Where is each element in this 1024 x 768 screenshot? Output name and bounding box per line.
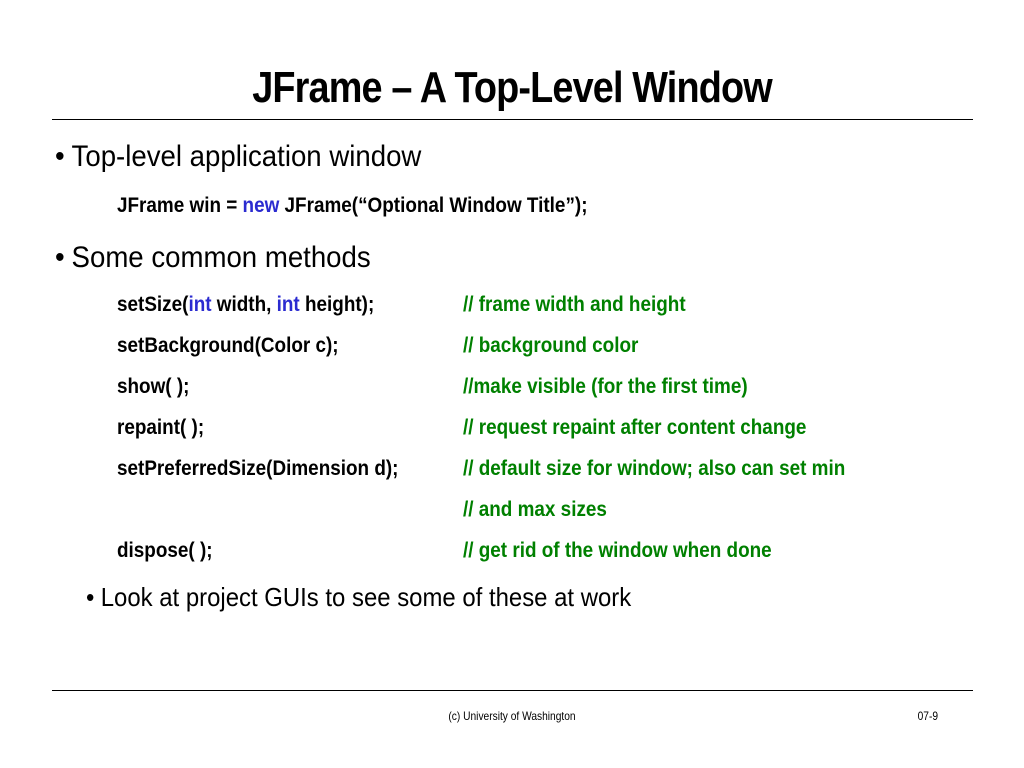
code-segment: show( );: [117, 375, 190, 398]
code-segment: height);: [299, 293, 375, 316]
footer-divider: [52, 690, 973, 691]
method-comment: // background color: [463, 334, 639, 357]
method-row: setPreferredSize(Dimension d); // default…: [117, 454, 845, 484]
bullet-text: Some common methods: [71, 241, 371, 274]
bullet-common-methods: •Some common methods: [55, 240, 371, 276]
bullet-marker: •: [55, 140, 65, 173]
code-keyword: int: [276, 293, 300, 316]
method-comment: //make visible (for the first time): [463, 375, 748, 398]
bullet-top-level-window: •Top-level application window: [55, 139, 421, 175]
code-segment: width,: [211, 293, 277, 316]
code-segment: JFrame win =: [117, 194, 243, 217]
code-keyword: int: [188, 293, 212, 316]
code-segment: JFrame(“Optional Window Title”);: [279, 194, 588, 217]
slide-title: JFrame – A Top-Level Window: [252, 63, 772, 112]
code-segment: dispose( );: [117, 539, 213, 562]
footer-page-number: 07-9: [917, 709, 938, 723]
title-divider: [52, 119, 973, 120]
code-keyword: new: [242, 194, 280, 217]
code-segment: repaint( );: [117, 416, 205, 439]
code-segment: setSize(: [117, 293, 189, 316]
method-signature: setBackground(Color c);: [117, 331, 339, 361]
bullet-text: Top-level application window: [71, 140, 422, 173]
method-signature: setPreferredSize(Dimension d);: [117, 454, 398, 484]
method-signature: setSize(int width, int height);: [117, 290, 374, 320]
method-row: repaint( ); // request repaint after cont…: [117, 413, 806, 443]
code-constructor-line: JFrame win = new JFrame(“Optional Window…: [117, 191, 640, 221]
method-comment: // get rid of the window when done: [463, 539, 772, 562]
method-signature: show( );: [117, 372, 189, 402]
code-segment: setPreferredSize(Dimension d);: [117, 457, 399, 480]
bullet-look-at-project: •Look at project GUIs to see some of the…: [86, 579, 631, 615]
method-comment: // frame width and height: [463, 293, 686, 316]
method-comment: // and max sizes: [463, 498, 607, 521]
method-row: setSize(int width, int height);// frame …: [117, 290, 686, 320]
code-segment: setBackground(Color c);: [117, 334, 339, 357]
method-signature: dispose( );: [117, 536, 213, 566]
method-comment: // default size for window; also can set…: [463, 457, 846, 480]
method-row: setBackground(Color c); // background col…: [117, 331, 638, 361]
bullet-marker: •: [86, 582, 95, 612]
method-row: dispose( ); // get rid of the window when…: [117, 536, 772, 566]
footer-copyright: (c) University of Washington: [448, 709, 576, 723]
bullet-marker: •: [55, 241, 65, 274]
method-comment: // request repaint after content change: [463, 416, 807, 439]
method-row: show( ); //make visible (for the first ti…: [117, 372, 748, 402]
bullet-text: Look at project GUIs to see some of thes…: [100, 582, 632, 612]
method-signature: repaint( );: [117, 413, 204, 443]
code-text: JFrame win = new JFrame(“Optional Window…: [117, 191, 587, 221]
